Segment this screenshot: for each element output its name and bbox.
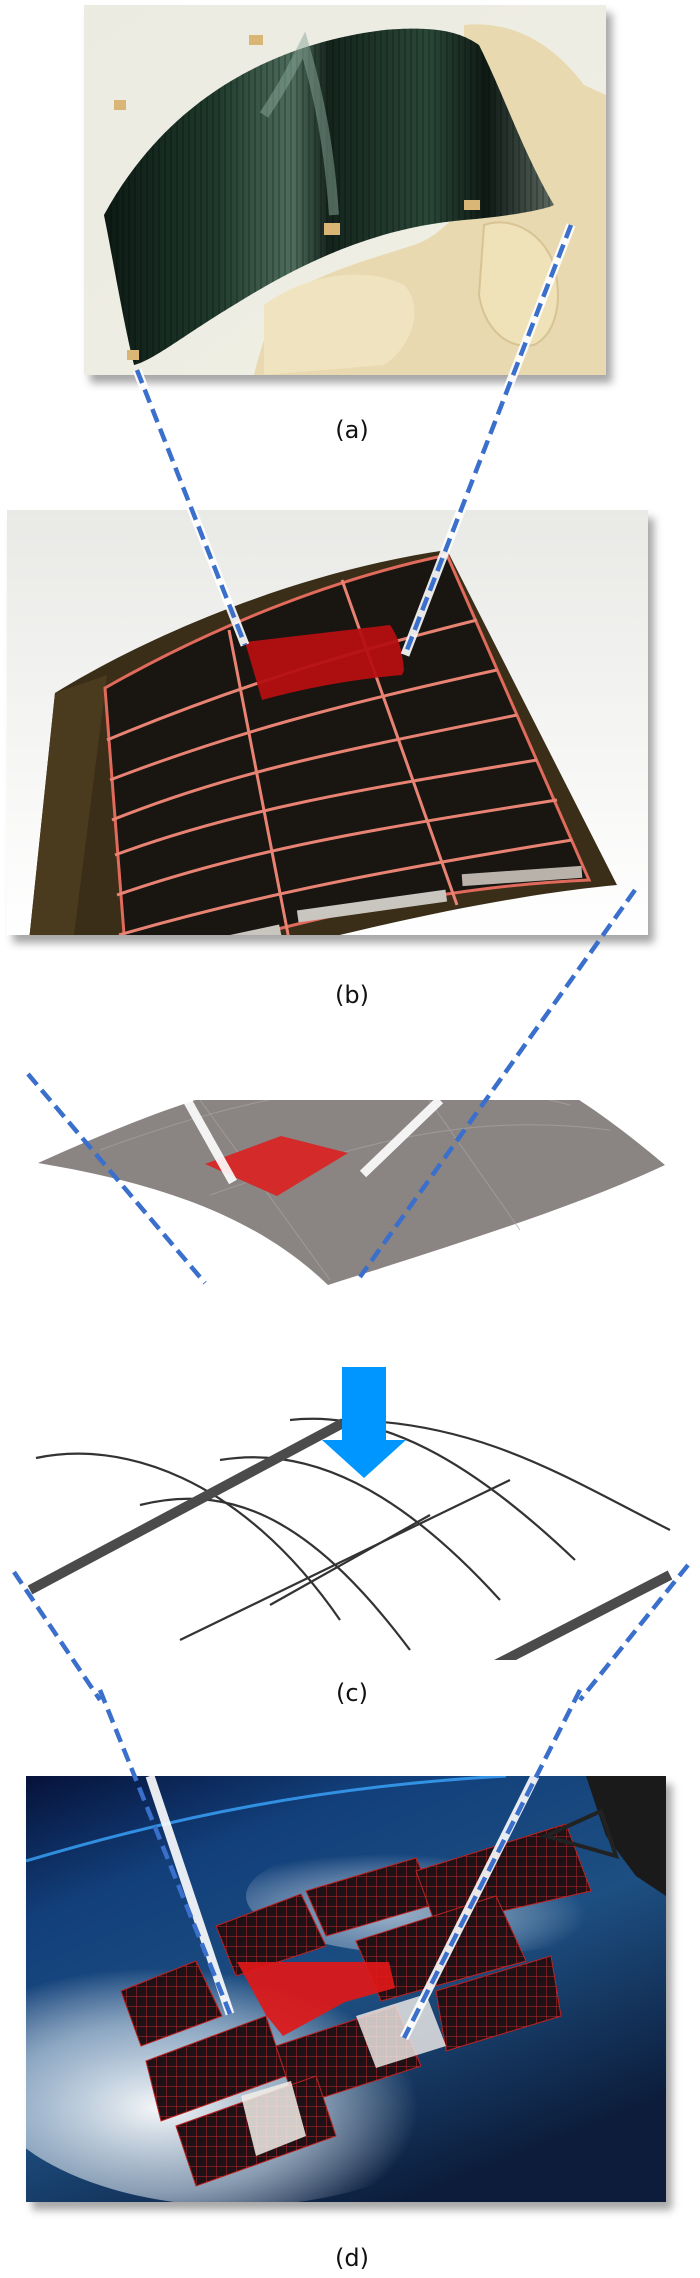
orbit-array-illustration bbox=[26, 1776, 666, 2202]
panel-d-photo bbox=[26, 1776, 666, 2202]
panel-b-photo bbox=[7, 510, 648, 935]
panel-a-label: (a) bbox=[335, 416, 369, 444]
solar-module-illustration bbox=[7, 510, 648, 935]
panel-c-label: (c) bbox=[336, 1679, 368, 1707]
panel-d-label: (d) bbox=[335, 2244, 369, 2272]
flexible-cell-illustration bbox=[84, 5, 606, 375]
panel-a-photo bbox=[84, 5, 606, 375]
panel-b-label: (b) bbox=[335, 981, 369, 1009]
load-arrow-icon bbox=[322, 1367, 406, 1478]
curved-shell-diagram bbox=[38, 1100, 665, 1285]
